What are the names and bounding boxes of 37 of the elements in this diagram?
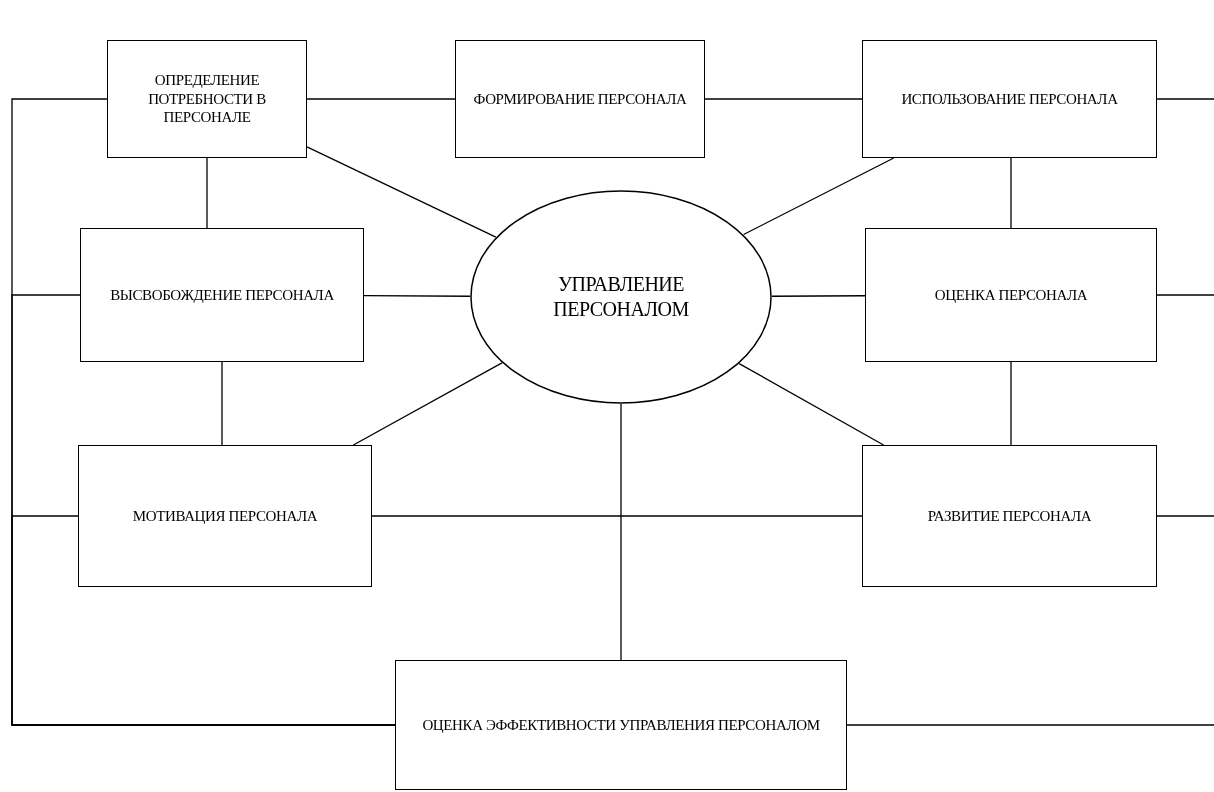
connector-line [846,724,1214,726]
process-box [395,660,847,790]
connector-line [742,157,895,236]
process-box [78,445,372,587]
node-label: ОПРЕДЕЛЕНИЕ ПОТРЕБНОСТИ В ПЕРСОНАЛЕ [147,70,267,128]
connector-line [1010,361,1012,446]
connector-line [206,157,208,229]
node-label: ФОРМИРОВАНИЕ ПЕРСОНАЛА [473,89,687,109]
connector-line [620,403,622,661]
connector-line [771,295,866,297]
node-label: УПРАВЛЕНИЕ ПЕРСОНАЛОМ [552,272,690,322]
connector-line [1156,98,1214,100]
connector-line [306,98,456,100]
connector-line [306,146,497,238]
ellipse-node [470,190,772,404]
node-label: ОЦЕНКА ЭФФЕКТИВНОСТИ УПРАВЛЕНИЯ ПЕРСОНАЛОМ [422,715,820,735]
connector-line [1156,294,1214,296]
connector-line [1010,157,1012,229]
connector-line [704,98,863,100]
process-box [862,40,1157,158]
process-box [865,228,1157,362]
connector-line [1156,515,1214,517]
process-box [455,40,705,158]
node-label: ОЦЕНКА ПЕРСОНАЛА [934,285,1088,305]
connector-line [371,515,863,517]
node-label: ИСПОЛЬЗОВАНИЕ ПЕРСОНАЛА [901,89,1118,109]
connector-line [11,515,396,726]
connector-line [363,295,471,297]
connector-line [352,362,503,446]
node-label: ВЫСВОБОЖДЕНИЕ ПЕРСОНАЛА [110,285,334,305]
connector-line [221,361,223,446]
process-box [80,228,364,362]
node-label: РАЗВИТИЕ ПЕРСОНАЛА [927,506,1092,526]
process-box [107,40,307,158]
process-box [862,445,1157,587]
connector-line [738,362,885,446]
node-label: МОТИВАЦИЯ ПЕРСОНАЛА [132,506,318,526]
